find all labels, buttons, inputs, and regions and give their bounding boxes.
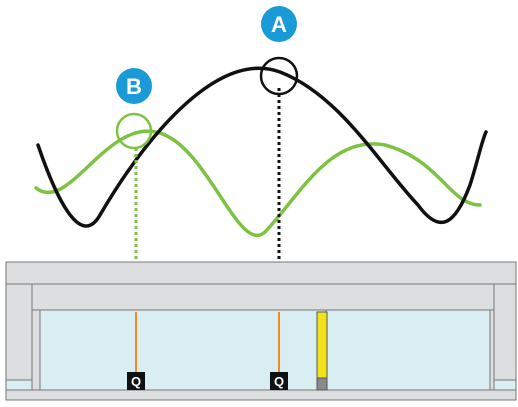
marker-b: B bbox=[116, 68, 152, 104]
marker-a-label: A bbox=[271, 12, 287, 37]
yellow-indicator-bar bbox=[316, 311, 328, 379]
sensor-b-square-icon bbox=[127, 372, 145, 390]
green-wave bbox=[34, 129, 482, 237]
marker-a: A bbox=[261, 6, 297, 42]
sensor-b-label: Q bbox=[131, 374, 141, 389]
peak-circle-a bbox=[259, 56, 299, 96]
sensor-a: Q bbox=[270, 372, 288, 390]
sensor-a-square-icon bbox=[270, 372, 288, 390]
frame-sill bbox=[5, 389, 517, 401]
marker-b-label: B bbox=[126, 74, 142, 99]
sensor-b: Q bbox=[127, 372, 145, 390]
right-jamb-glass bbox=[493, 379, 517, 391]
sensor-a-label: Q bbox=[274, 374, 284, 389]
window-assembly bbox=[5, 261, 517, 401]
peak-circle-b bbox=[115, 112, 153, 150]
marker-b-circle-icon bbox=[116, 68, 152, 104]
black-wave bbox=[36, 66, 488, 228]
left-jamb-glass bbox=[5, 379, 33, 391]
marker-a-circle-icon bbox=[261, 6, 297, 42]
frame-left-jamb bbox=[5, 283, 33, 397]
frame-head bbox=[5, 261, 517, 285]
indicator-gray-tip bbox=[316, 377, 328, 391]
frame-right-jamb bbox=[493, 283, 517, 397]
sash-top-rail bbox=[31, 283, 495, 311]
glass-pane bbox=[39, 309, 491, 391]
